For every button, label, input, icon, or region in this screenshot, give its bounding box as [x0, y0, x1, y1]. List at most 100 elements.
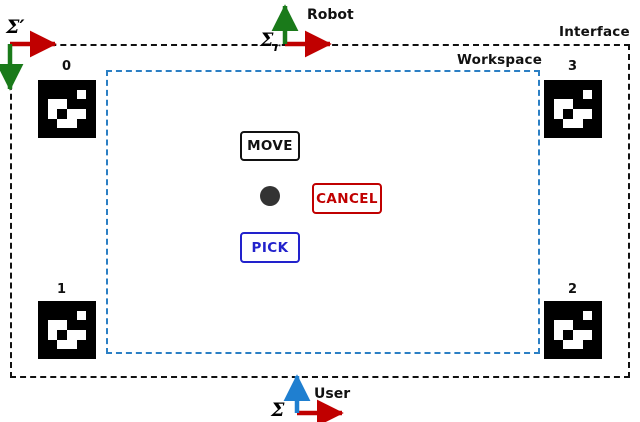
marker-label-2: 2 — [568, 282, 578, 297]
marker-bit-2-3 — [67, 99, 77, 109]
marker-bit-3-3 — [67, 330, 77, 340]
frame-interface-sigma: Σ — [6, 16, 20, 38]
marker-bit-2-5 — [86, 99, 96, 109]
marker-bit-1-2 — [57, 310, 67, 321]
marker-bit-3-0 — [38, 330, 48, 340]
marker-bit-4-4 — [582, 339, 593, 350]
marker-bit-4-3 — [573, 339, 583, 350]
marker-bit-5-5 — [592, 128, 602, 138]
marker-bit-0-3 — [573, 80, 583, 90]
marker-bit-1-2 — [563, 89, 573, 100]
marker-bit-1-0 — [38, 310, 48, 321]
marker-bit-4-2 — [563, 118, 573, 129]
workspace-label: Workspace — [457, 52, 543, 68]
marker-bit-0-0 — [38, 301, 48, 311]
marker-bit-1-5 — [86, 89, 96, 100]
marker-bit-0-1 — [553, 80, 564, 90]
marker-bit-3-0 — [544, 330, 554, 340]
marker-bit-4-5 — [592, 118, 602, 129]
marker-bit-5-5 — [86, 349, 96, 359]
marker-bit-4-2 — [57, 339, 67, 350]
marker-bit-0-5 — [592, 301, 602, 311]
marker-bit-2-1 — [47, 320, 58, 330]
marker-bit-5-4 — [582, 349, 593, 359]
aruco-marker-0 — [38, 80, 96, 138]
marker-bit-5-0 — [38, 349, 48, 359]
marker-bit-1-0 — [38, 89, 48, 100]
marker-bit-0-0 — [38, 80, 48, 90]
marker-bit-5-0 — [38, 128, 48, 138]
marker-bit-4-0 — [544, 118, 554, 129]
marker-bit-2-4 — [76, 320, 87, 330]
cancel-button[interactable]: CANCEL — [312, 183, 382, 214]
marker-bit-0-3 — [67, 301, 77, 311]
marker-bit-3-0 — [544, 109, 554, 119]
marker-bit-4-5 — [86, 339, 96, 350]
frame-user-sigma: Σ — [271, 399, 285, 421]
frame-robot-axes — [271, 4, 345, 90]
marker-bit-1-0 — [544, 310, 554, 321]
marker-bit-0-5 — [86, 301, 96, 311]
pick-button[interactable]: PICK — [240, 232, 300, 263]
marker-bit-3-5 — [86, 330, 96, 340]
marker-bit-2-1 — [553, 99, 564, 109]
marker-bit-3-4 — [76, 330, 87, 340]
marker-bit-2-2 — [563, 320, 573, 330]
marker-bit-5-2 — [563, 128, 573, 138]
marker-bit-1-4 — [582, 89, 593, 100]
marker-bit-2-0 — [544, 320, 554, 330]
marker-bit-2-0 — [38, 99, 48, 109]
frame-user-caption: User — [314, 386, 351, 402]
marker-bit-4-2 — [563, 339, 573, 350]
marker-bit-5-1 — [47, 349, 58, 359]
frame-interface-symbol: Σ′ — [6, 16, 24, 38]
marker-bit-3-5 — [86, 109, 96, 119]
move-button[interactable]: MOVE — [240, 131, 300, 161]
marker-bit-3-1 — [47, 109, 58, 119]
marker-bit-4-4 — [76, 339, 87, 350]
marker-bit-4-2 — [57, 118, 67, 129]
marker-bit-1-4 — [76, 310, 87, 321]
marker-bit-0-1 — [47, 301, 58, 311]
marker-bit-0-4 — [582, 301, 593, 311]
marker-bit-0-3 — [573, 301, 583, 311]
marker-bit-4-5 — [86, 118, 96, 129]
marker-bit-0-4 — [582, 80, 593, 90]
frame-interface-axes — [0, 30, 70, 100]
target-dot[interactable] — [260, 186, 280, 206]
marker-bit-2-4 — [582, 320, 593, 330]
marker-bit-0-5 — [86, 80, 96, 90]
marker-bit-5-1 — [553, 349, 564, 359]
marker-bit-1-1 — [553, 310, 564, 321]
frame-interface-prime: ′ — [19, 16, 25, 38]
marker-bit-2-3 — [573, 99, 583, 109]
marker-bit-1-1 — [47, 310, 58, 321]
marker-bit-5-4 — [582, 128, 593, 138]
marker-bit-3-4 — [582, 330, 593, 340]
marker-bit-1-5 — [592, 89, 602, 100]
marker-bit-5-4 — [76, 128, 87, 138]
marker-bit-4-1 — [553, 339, 564, 350]
marker-bit-3-4 — [76, 109, 87, 119]
marker-bit-0-4 — [76, 80, 87, 90]
marker-bit-1-2 — [57, 89, 67, 100]
marker-bit-1-3 — [573, 310, 583, 321]
marker-bit-5-4 — [76, 349, 87, 359]
marker-label-0: 0 — [62, 59, 72, 74]
marker-bit-5-3 — [573, 349, 583, 359]
marker-bit-1-2 — [563, 310, 573, 321]
marker-bit-5-5 — [592, 349, 602, 359]
marker-bit-5-2 — [563, 349, 573, 359]
marker-bit-5-3 — [67, 349, 77, 359]
marker-bit-5-0 — [544, 349, 554, 359]
marker-bit-2-2 — [57, 320, 67, 330]
marker-bit-5-3 — [67, 128, 77, 138]
marker-bit-2-0 — [544, 99, 554, 109]
marker-bit-3-3 — [67, 109, 77, 119]
marker-bit-2-4 — [76, 99, 87, 109]
marker-bit-1-4 — [76, 89, 87, 100]
marker-bit-4-3 — [573, 118, 583, 129]
marker-bit-2-2 — [57, 99, 67, 109]
marker-bit-4-1 — [47, 339, 58, 350]
